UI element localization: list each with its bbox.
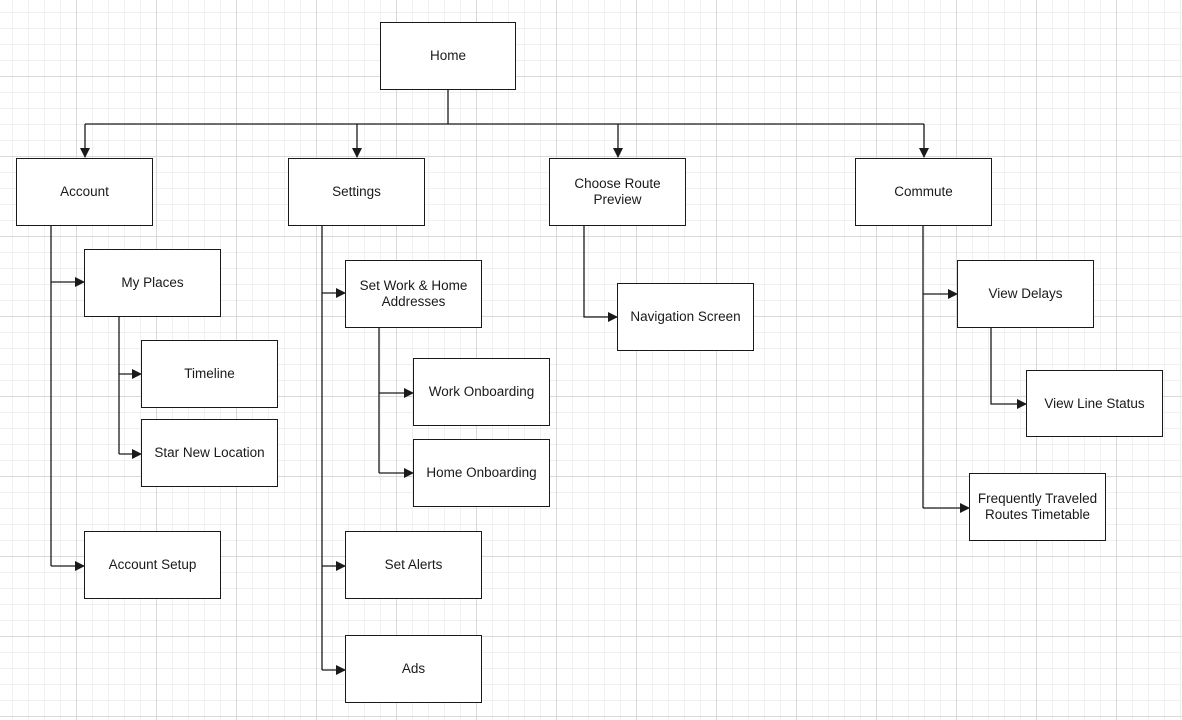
edge-view-delays-view-line-status [990,328,1027,409]
node-home-onboarding: Home Onboarding [413,439,550,507]
node-account-setup: Account Setup [84,531,221,599]
node-star-new-location: Star New Location [141,419,278,487]
node-timeline: Timeline [141,340,278,408]
node-set-alerts: Set Alerts [345,531,482,599]
node-work-onboarding: Work Onboarding [413,358,550,426]
node-ads: Ads [345,635,482,703]
node-frequently-traveled-routes-timetable: Frequently Traveled Routes Timetable [969,473,1106,541]
edge-choose-route-navigation [583,226,618,322]
node-home: Home [380,22,516,90]
node-view-delays: View Delays [957,260,1094,328]
node-commute: Commute [855,158,992,226]
node-my-places: My Places [84,249,221,317]
node-navigation-screen: Navigation Screen [617,283,754,351]
node-view-line-status: View Line Status [1026,370,1163,437]
node-settings: Settings [288,158,425,226]
node-account: Account [16,158,153,226]
node-choose-route-preview: Choose Route Preview [549,158,686,226]
node-set-work-home-addresses: Set Work & Home Addresses [345,260,482,328]
